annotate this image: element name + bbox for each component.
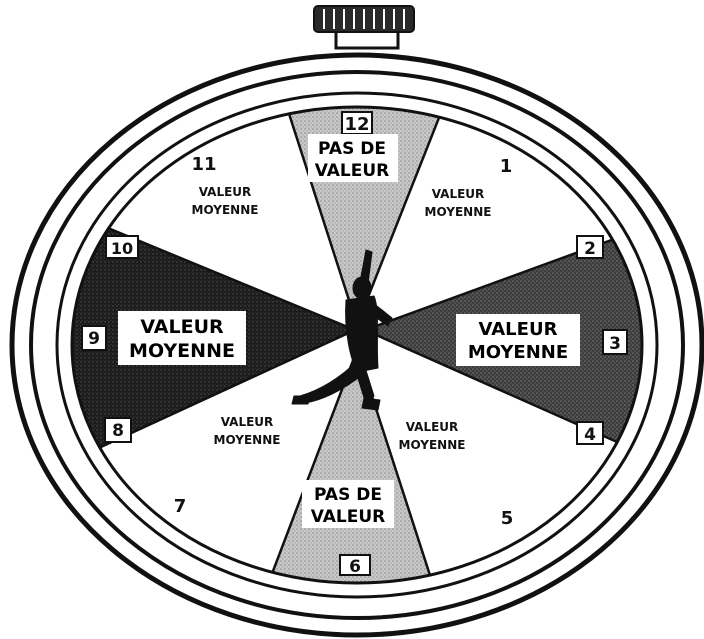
label-upper-right-line1: VALEUR [432,187,485,201]
hour-8: 8 [112,421,124,441]
label-top-line2: VALEUR [315,161,390,181]
label-top-line1: PAS DE [318,139,386,159]
label-lower-right-line2: MOYENNE [399,438,466,452]
hour-3: 3 [609,334,621,354]
hour-12: 12 [344,114,369,135]
label-upper-left-line1: VALEUR [199,185,252,199]
label-lower-right-line1: VALEUR [406,420,459,434]
hour-11: 11 [191,154,216,175]
hour-6: 6 [349,557,361,577]
hour-9: 9 [88,329,100,349]
hour-1: 1 [500,156,513,177]
hour-10: 10 [111,239,133,258]
hour-4: 4 [584,425,596,445]
label-upper-left-line2: MOYENNE [192,203,259,217]
hour-5: 5 [501,508,514,529]
label-bottom-line2: VALEUR [311,507,386,527]
label-right-line1: VALEUR [479,319,558,340]
crown-knob [314,6,414,48]
label-right-line2: MOYENNE [468,342,568,363]
label-bottom-line1: PAS DE [314,485,382,505]
label-upper-right-line2: MOYENNE [425,205,492,219]
label-lower-left-line1: VALEUR [221,415,274,429]
hour-2: 2 [584,239,596,259]
hour-7: 7 [174,496,187,517]
label-lower-left-line2: MOYENNE [214,433,281,447]
label-left-line2: MOYENNE [129,340,235,362]
label-left-line1: VALEUR [140,316,224,338]
